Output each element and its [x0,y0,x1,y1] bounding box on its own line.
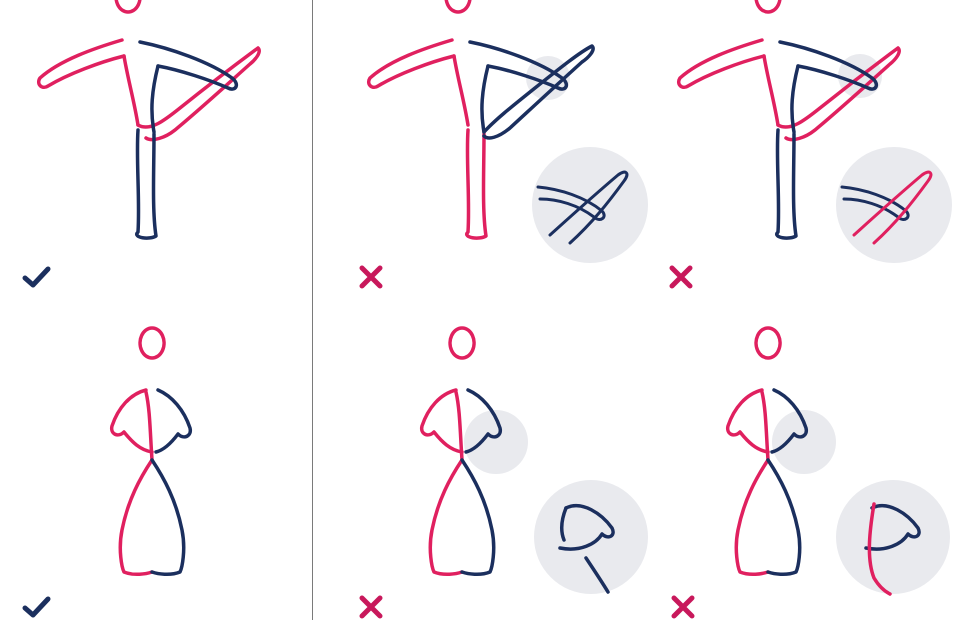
zoom-detail-hand-overlap [530,145,650,265]
cell-plie-correct [0,310,320,620]
plie-figure [0,310,320,580]
cross-icon [666,262,696,292]
check-icon [22,262,52,292]
cell-arabesque-correct [0,0,320,310]
check-icon [22,592,52,622]
cell-plie-incorrect-a [310,310,630,620]
zoom-detail-leg-overlap [834,145,954,265]
arabesque-figure [0,0,320,260]
cell-plie-incorrect-b [616,310,936,620]
cell-arabesque-incorrect-b [640,0,959,310]
cross-icon [356,592,386,622]
zoom-detail-line-crossing [834,478,952,596]
cross-icon [668,592,698,622]
cell-arabesque-incorrect-a [330,0,650,310]
cross-icon [356,262,386,292]
